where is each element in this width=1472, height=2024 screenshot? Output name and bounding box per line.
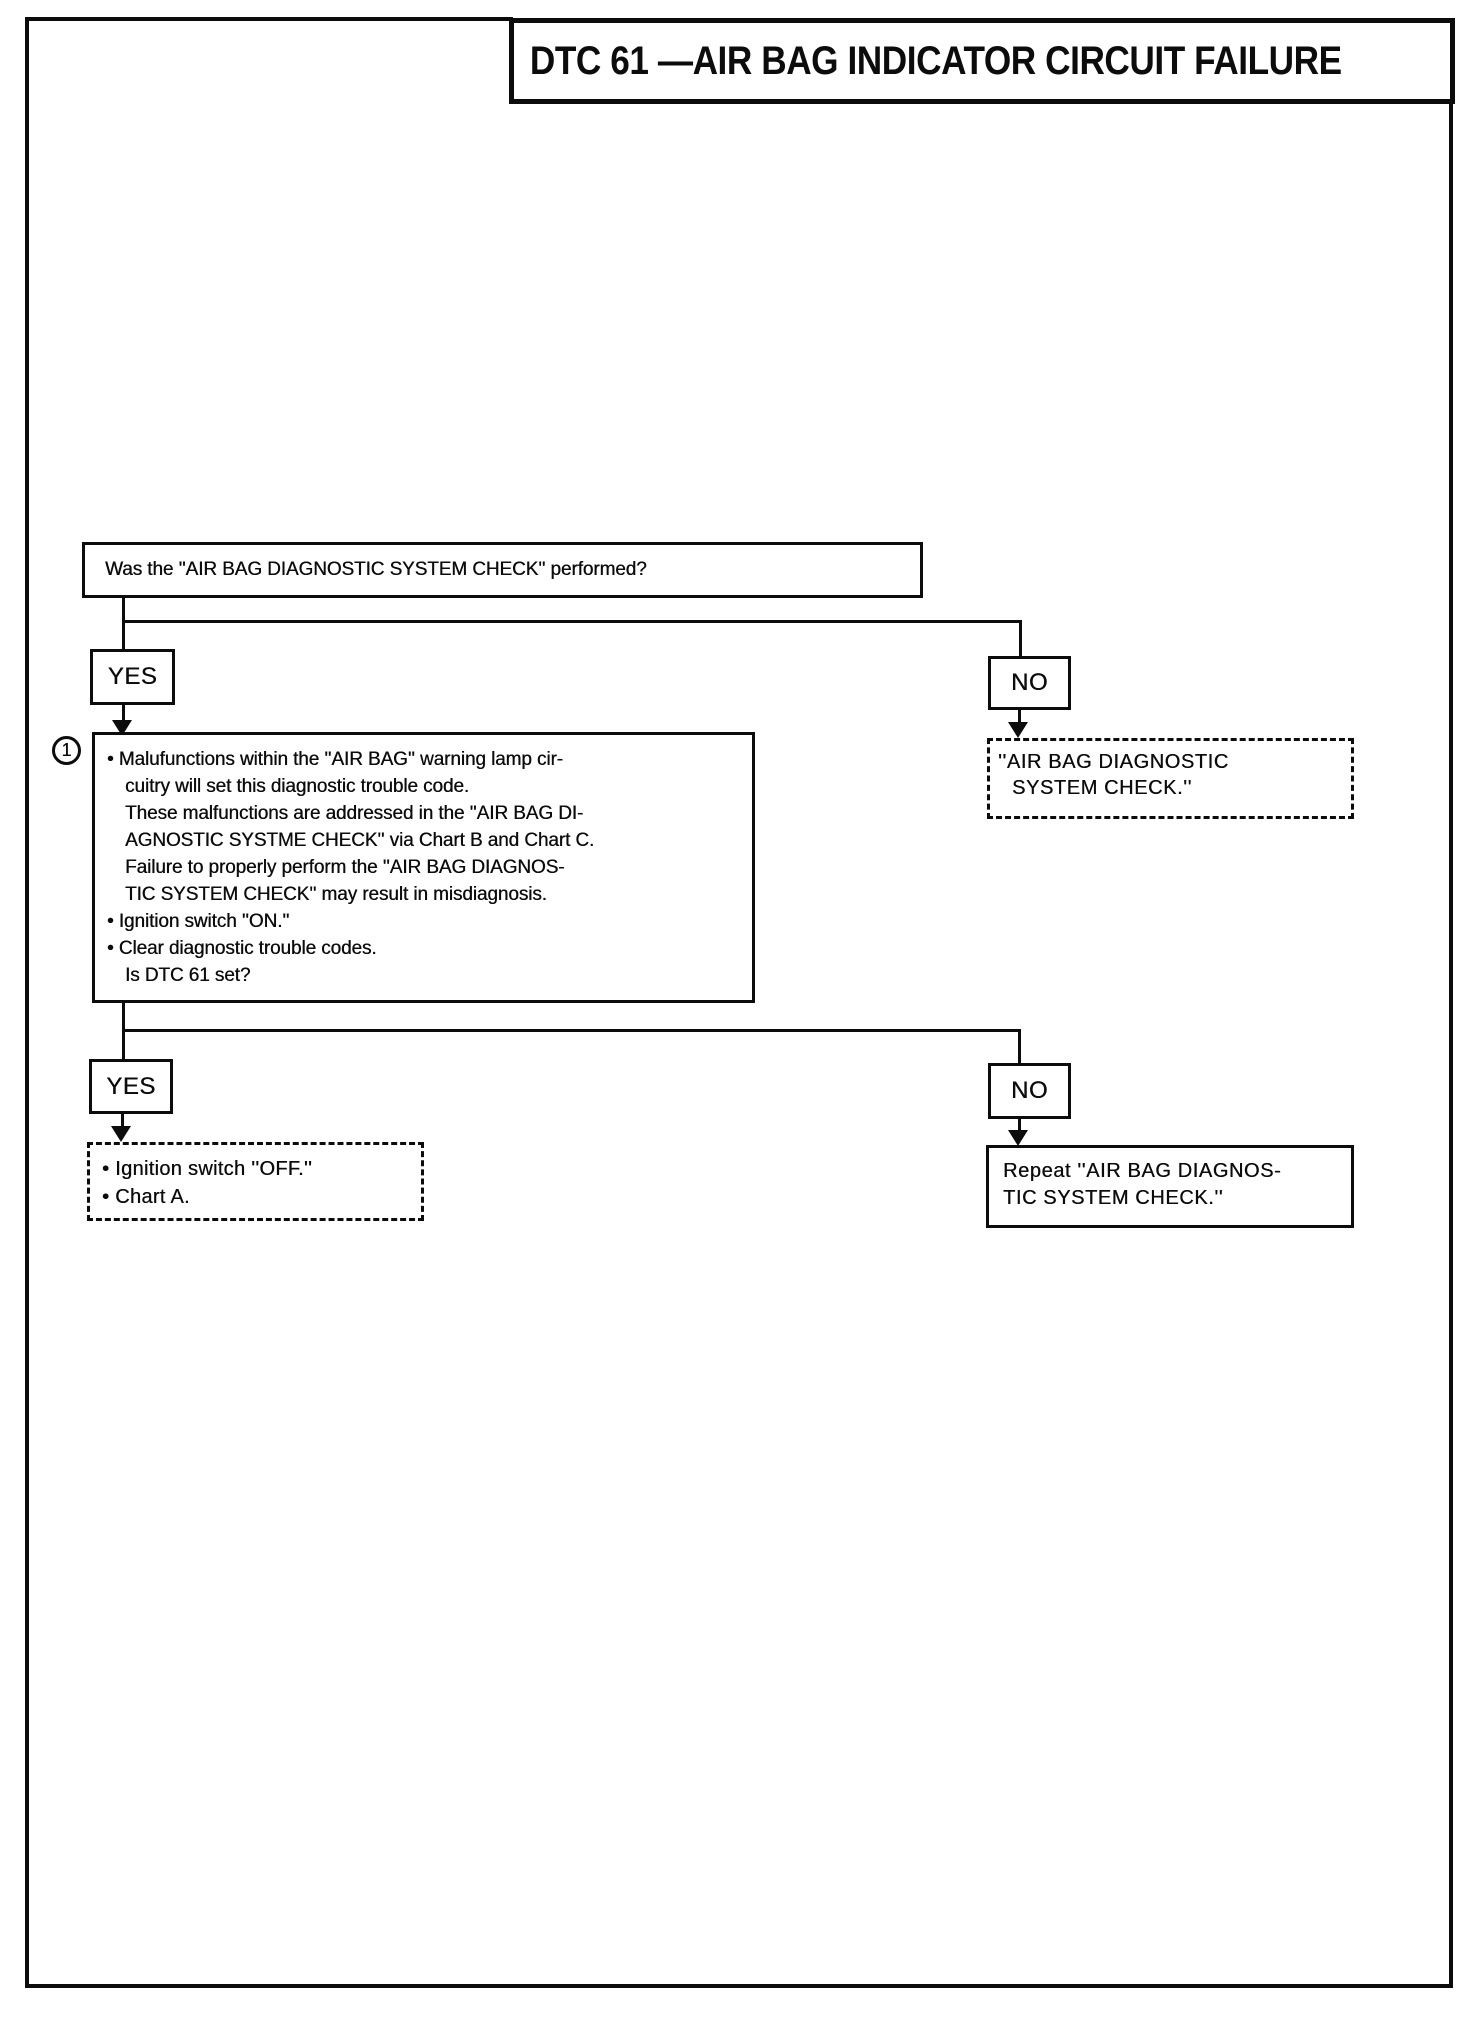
page-frame-top — [25, 17, 513, 21]
no1-result-box: ''AIR BAG DIAGNOSTIC SYSTEM CHECK.'' — [987, 738, 1354, 819]
question-text: Was the ''AIR BAG DIAGNOSTIC SYSTEM CHEC… — [105, 559, 647, 580]
yes-node-1: YES — [90, 649, 175, 705]
connector-action-down — [122, 1003, 125, 1061]
action-line: Failure to properly perform the ''AIR BA… — [125, 857, 565, 878]
action-box: • Malufunctions within the ''AIR BAG'' w… — [92, 732, 755, 1003]
page-frame-right — [1449, 100, 1453, 1988]
connector-no1-stem — [1018, 710, 1021, 724]
no-node-2: NO — [988, 1063, 1071, 1119]
page-frame-bottom — [25, 1984, 1453, 1988]
no2-result-box: Repeat ''AIR BAG DIAGNOS- TIC SYSTEM CHE… — [986, 1145, 1354, 1228]
connector-yes2-stem — [121, 1114, 124, 1128]
connector-question-down — [122, 598, 125, 652]
yes-node-2-label: YES — [106, 1072, 156, 1100]
action-line: Is DTC 61 set? — [125, 965, 251, 986]
no-node-1: NO — [988, 656, 1071, 710]
connector-branch2-no-down — [1018, 1029, 1021, 1065]
no-node-1-label: NO — [1011, 669, 1048, 696]
page-title: DTC 61 —AIR BAG INDICATOR CIRCUIT FAILUR… — [529, 38, 1342, 83]
yes-node-2: YES — [89, 1059, 173, 1114]
step-1-circle-marker: 1 — [52, 736, 81, 765]
title-box: DTC 61 —AIR BAG INDICATOR CIRCUIT FAILUR… — [509, 18, 1455, 104]
yes-node-1-label: YES — [107, 663, 158, 690]
action-line: • Malufunctions within the ''AIR BAG'' w… — [107, 749, 563, 770]
no1-result-line: ''AIR BAG DIAGNOSTIC — [998, 751, 1229, 773]
connector-branch2-horizontal — [122, 1029, 1021, 1032]
connector-no2-stem — [1018, 1119, 1021, 1132]
action-line: • Clear diagnostic trouble codes. — [107, 938, 377, 959]
connector-yes1-stem — [122, 705, 125, 722]
step-1-number: 1 — [61, 740, 72, 760]
action-line: These malfunctions are addressed in the … — [125, 803, 584, 824]
action-line: AGNOSTIC SYSTME CHECK'' via Chart B and … — [125, 830, 595, 851]
yes2-result-line: • Chart A. — [102, 1186, 190, 1208]
action-line: TIC SYSTEM CHECK'' may result in misdiag… — [125, 884, 547, 905]
no-node-2-label: NO — [1011, 1077, 1048, 1104]
yes2-result-box: • Ignition switch ''OFF.'' • Chart A. — [87, 1142, 424, 1221]
question-box: Was the ''AIR BAG DIAGNOSTIC SYSTEM CHEC… — [82, 542, 923, 598]
arrow-down-icon — [1008, 722, 1028, 738]
no2-result-line: TIC SYSTEM CHECK.'' — [1003, 1187, 1224, 1209]
no2-result-line: Repeat ''AIR BAG DIAGNOS- — [1003, 1160, 1282, 1182]
arrow-down-icon — [111, 1126, 131, 1142]
action-line: cuitry will set this diagnostic trouble … — [125, 776, 469, 797]
arrow-down-icon — [1008, 1130, 1028, 1146]
no1-result-line: SYSTEM CHECK.'' — [1012, 777, 1192, 799]
yes2-result-line: • Ignition switch ''OFF.'' — [102, 1158, 313, 1180]
connector-branch1-horizontal — [122, 620, 1022, 623]
connector-branch1-no-down — [1019, 620, 1022, 658]
page-frame-left — [25, 17, 29, 1988]
action-line: • Ignition switch ''ON.'' — [107, 911, 290, 932]
